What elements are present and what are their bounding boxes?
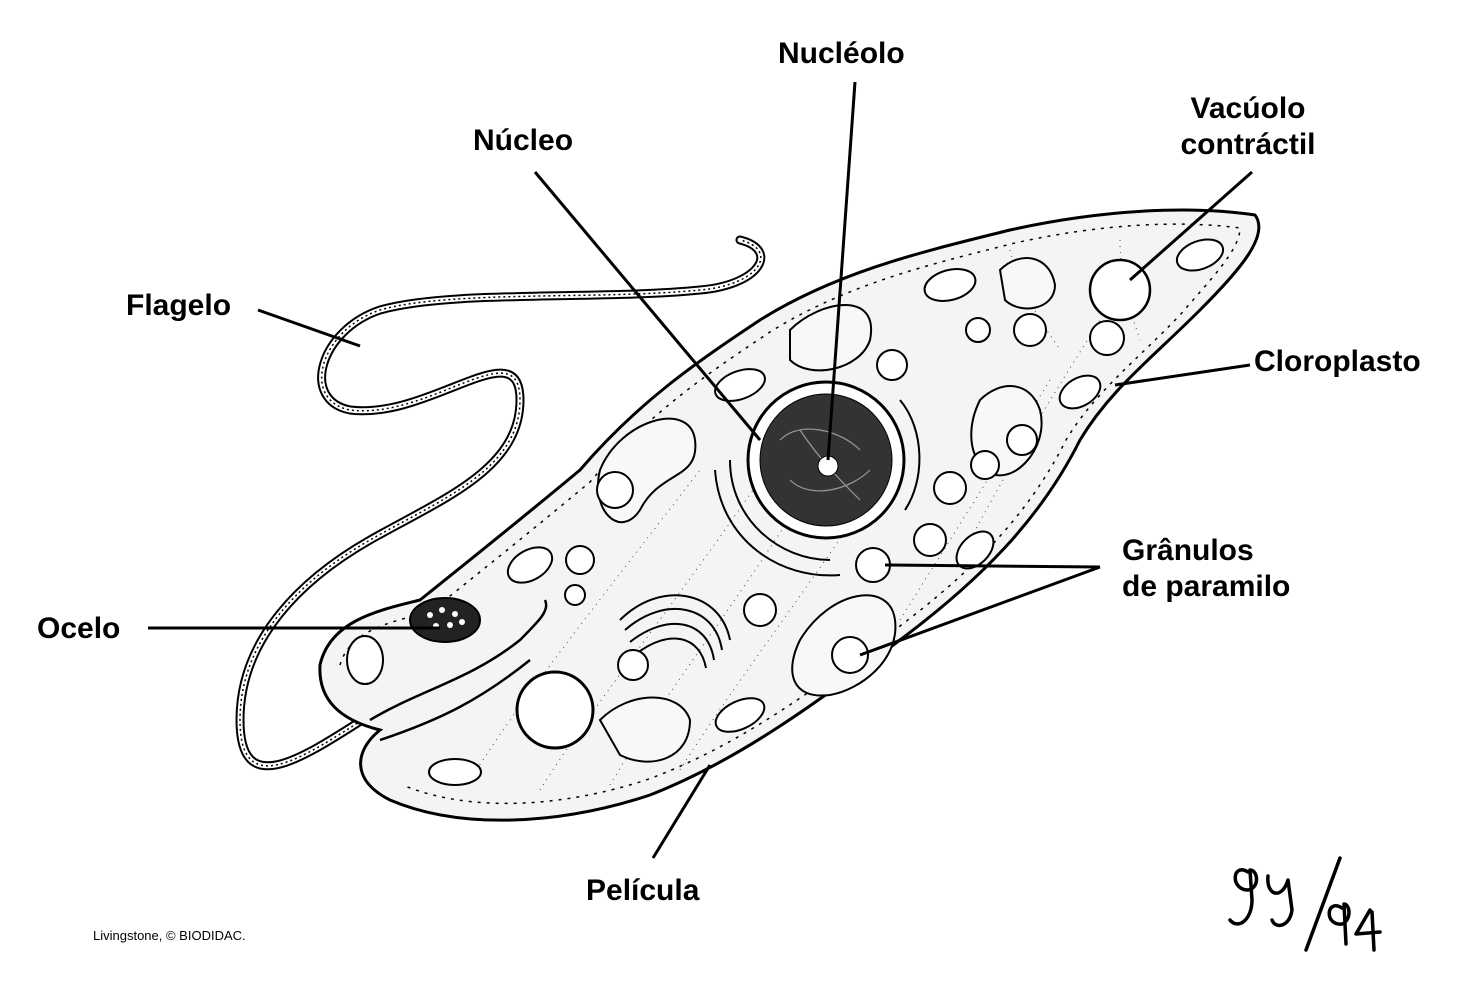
leader-pelicula bbox=[651, 764, 712, 859]
label-granulos-line2: de paramilo bbox=[1122, 570, 1291, 603]
reservoir bbox=[369, 599, 548, 742]
signature-mark bbox=[1228, 856, 1382, 952]
leader-nucleolo bbox=[826, 81, 857, 461]
label-cloroplasto: Cloroplasto bbox=[1254, 345, 1421, 378]
leader-vacuolo bbox=[1129, 170, 1253, 282]
golgi-apparatus bbox=[619, 594, 731, 669]
label-granulos-paramilo: Grânulos de paramilo bbox=[1122, 533, 1290, 605]
reservoir-vacuole bbox=[515, 670, 595, 750]
leader-lines bbox=[148, 81, 1253, 859]
paramylon-granules bbox=[564, 313, 1125, 681]
label-vacuolo-line2: contráctil bbox=[1180, 128, 1316, 161]
label-nucleolo: Nucléolo bbox=[778, 37, 905, 70]
label-nucleo: Núcleo bbox=[473, 124, 574, 157]
flagellum bbox=[235, 235, 766, 771]
label-vacuolo-line1: Vacúolo bbox=[1190, 92, 1306, 125]
leader-nucleo bbox=[533, 171, 762, 441]
chloroplasts bbox=[346, 238, 1225, 786]
label-vacuolo-contractil: Vacúolo contráctil bbox=[1168, 91, 1328, 163]
credit-text: Livingstone, © BIODIDAC. bbox=[93, 928, 246, 943]
eyespot bbox=[409, 597, 481, 643]
label-pelicula: Película bbox=[586, 874, 700, 907]
leader-granulos-b bbox=[859, 565, 1101, 657]
leader-cloroplasto bbox=[1114, 363, 1251, 387]
label-flagelo: Flagelo bbox=[126, 289, 232, 322]
label-ocelo: Ocelo bbox=[37, 612, 121, 645]
nucleus bbox=[714, 380, 921, 577]
label-granulos-line1: Grânulos bbox=[1122, 534, 1254, 567]
leader-flagelo bbox=[257, 308, 361, 348]
leader-granulos-a bbox=[884, 563, 1101, 569]
